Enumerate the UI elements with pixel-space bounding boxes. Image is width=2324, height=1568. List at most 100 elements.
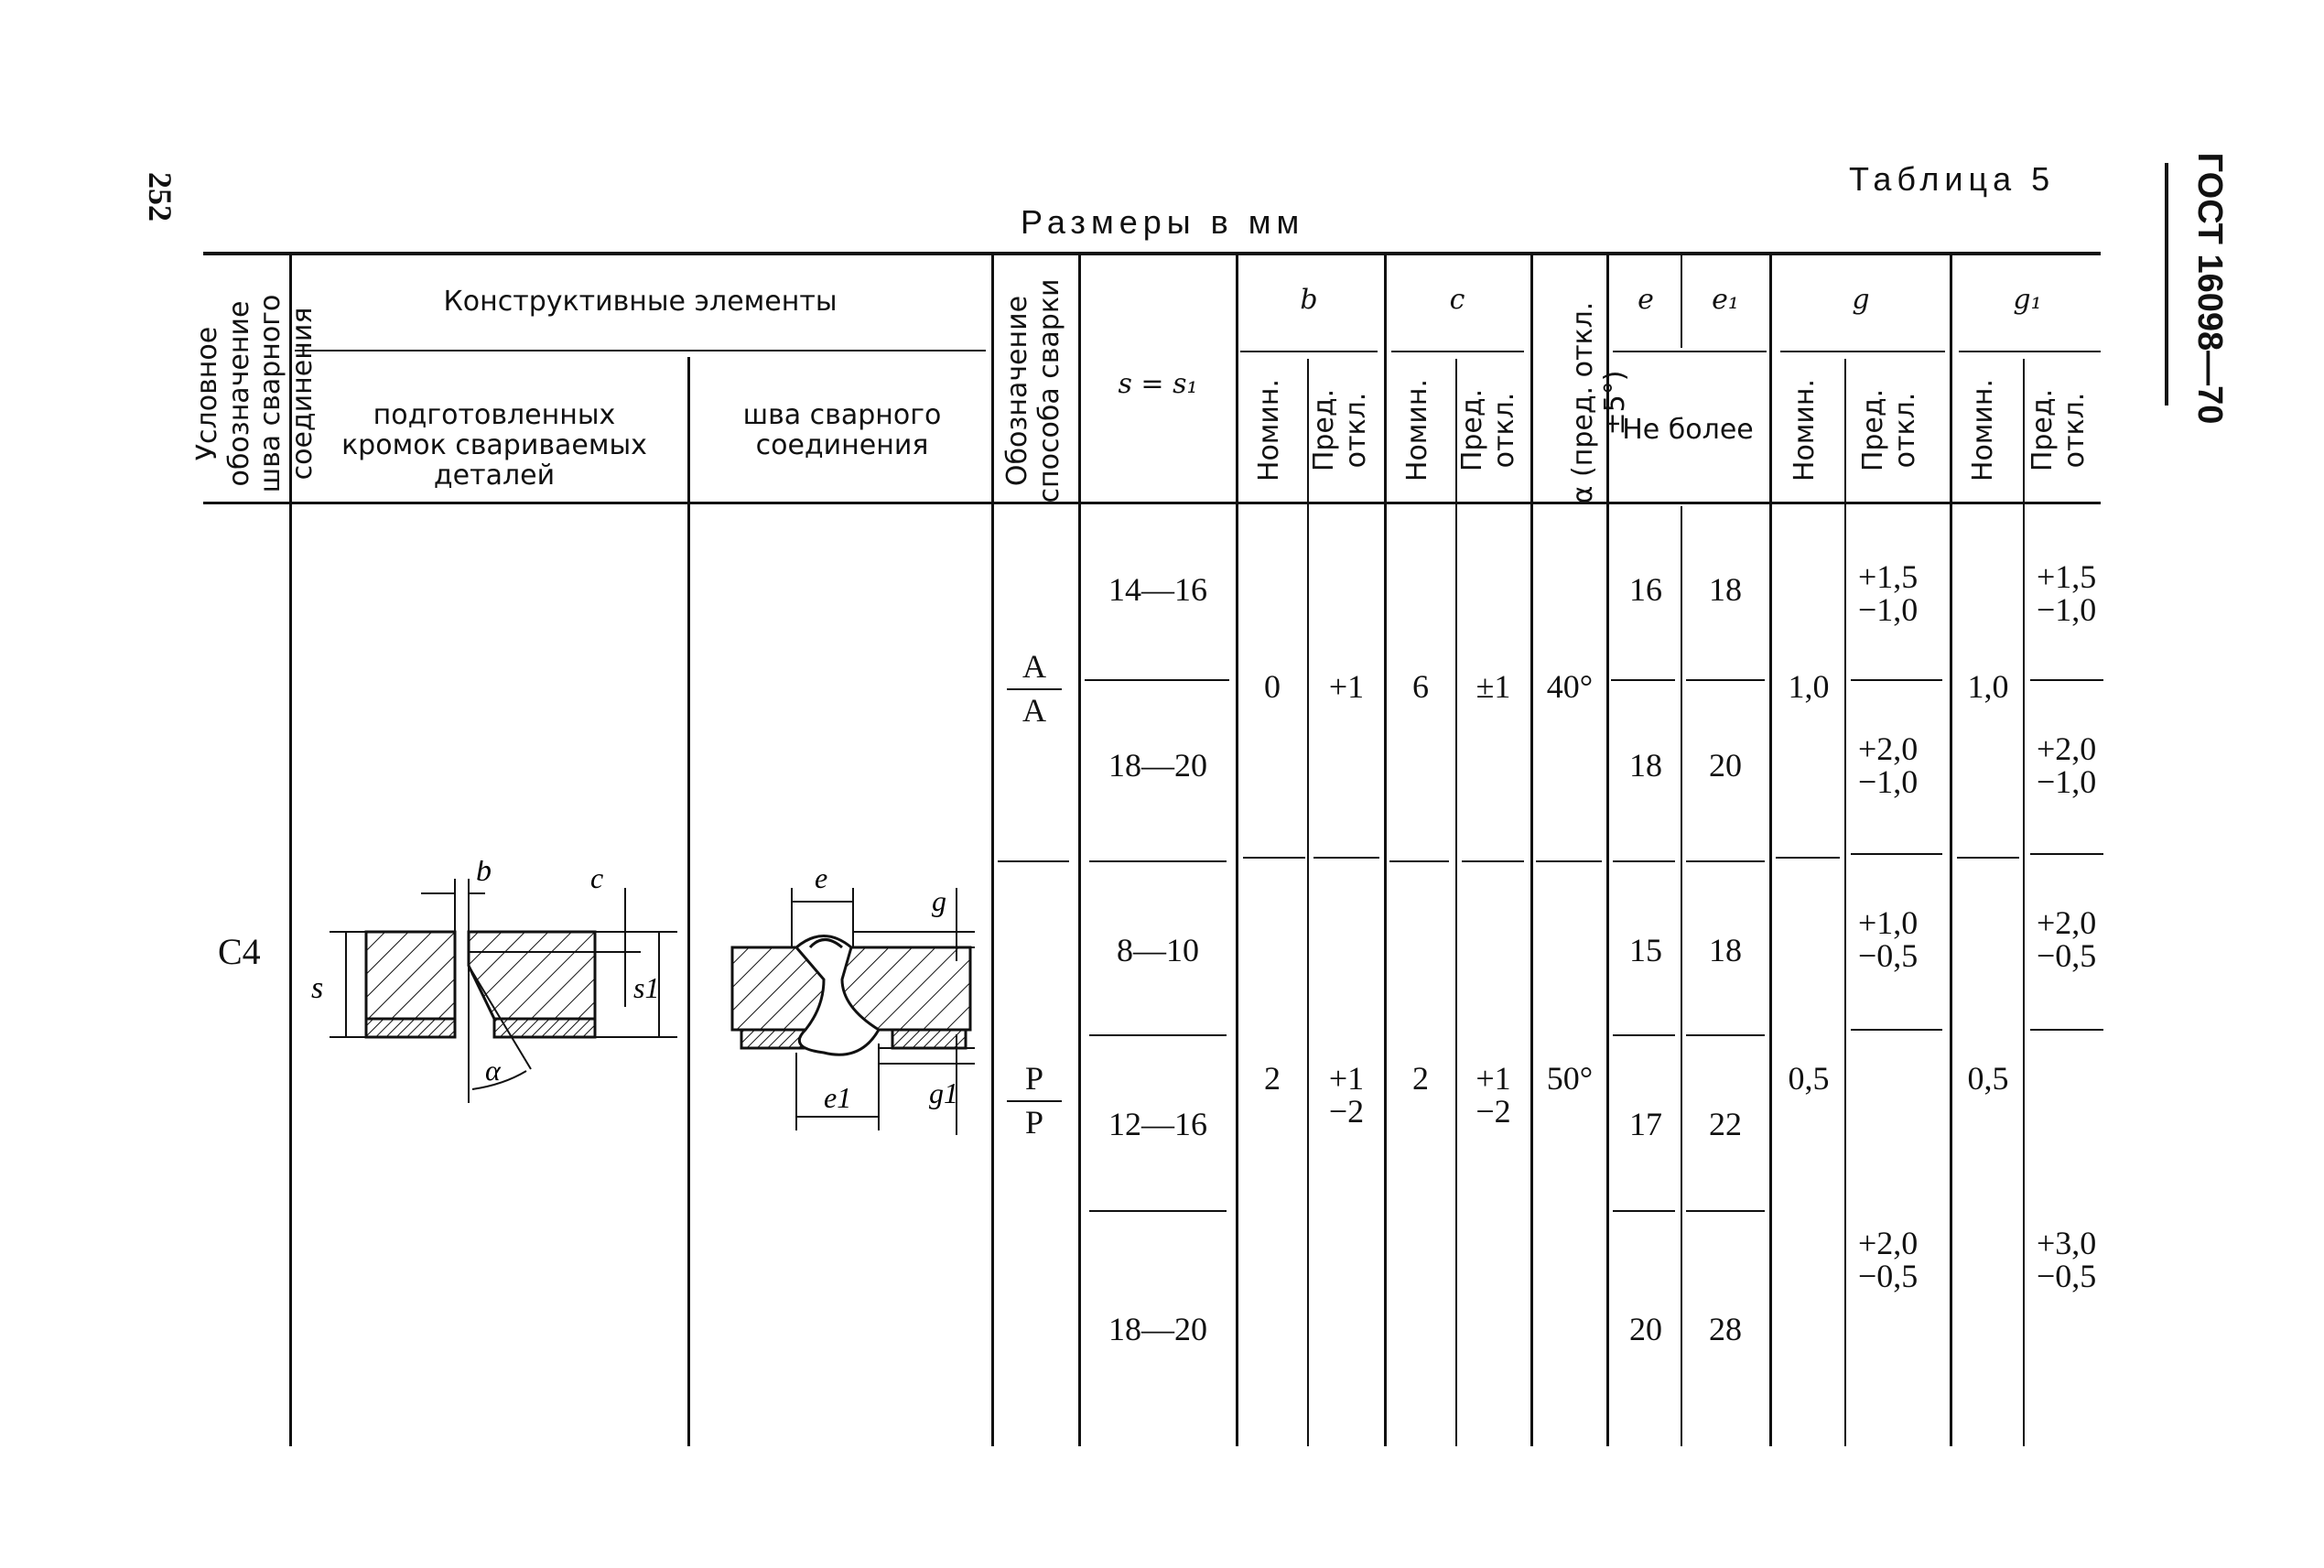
header-alpha: α (пред. откл. ±5°) [1567,288,1641,517]
header-g1-nom: Номин. [1967,378,1999,482]
g2-g-dev-2: +2,0 −0,5 [1858,1227,1918,1292]
g1-row2-g-dev-minus: −1,0 [1858,763,1919,800]
g1-row1-g1-dev-minus: −1,0 [2037,591,2097,628]
g1-row2-g-dev: +2,0 −1,0 [1858,732,1918,798]
g1-row1-e: 16 [1629,571,1662,608]
label-alpha: α [485,1054,502,1087]
header-g1: g₁ [2013,284,2042,316]
header-thickness: s = s₁ [1118,368,1198,400]
g2-row1-s: 8—10 [1117,932,1199,968]
weld-seam-drawing: e e1 g g1 [730,861,975,1135]
units-caption: Размеры в мм [1021,203,1305,241]
method-a: А А [1007,650,1062,727]
header-c-nom: Номин. [1401,378,1433,482]
g2-g1-dev-1-plus: +2,0 [2037,904,2097,941]
g2-g1-dev-1: +2,0 −0,5 [2037,906,2096,972]
g1-row2-e1: 20 [1709,747,1742,784]
header-structural-elements: Конструктивные элементы [443,286,838,318]
g1-row1-g1-dev-plus: +1,5 [2037,558,2097,595]
g1-row2-g1-dev-minus: −1,0 [2037,763,2097,800]
g2-row2-e1: 22 [1709,1106,1742,1142]
g1-row1-g-dev-plus: +1,5 [1858,558,1919,595]
g1-alpha: 40° [1546,668,1594,705]
header-g: g [1852,284,1870,316]
g2-c-dev: +1 −2 [1459,1062,1528,1128]
g2-c-dev-plus: +1 [1475,1060,1511,1097]
g2-row1-e: 15 [1629,932,1662,968]
page-number: 252 [142,172,178,222]
label-e: e [815,861,827,894]
g2-g1-dev-2: +3,0 −0,5 [2037,1227,2096,1292]
g2-row3-e1: 28 [1709,1311,1742,1347]
joint-code: С4 [218,931,261,972]
g2-c-nom: 2 [1412,1060,1429,1097]
standard-designation: ГОСТ 16098—70 [2190,152,2229,425]
g2-g-dev-1-minus: −0,5 [1858,937,1919,974]
g2-b-dev-minus: −2 [1328,1093,1365,1130]
header-joint-designation-text: Условное обозначение шва сварного соедин… [191,294,319,493]
method-p-top: Р [1024,1060,1044,1097]
header-b: b [1300,284,1318,316]
g1-g1-nom: 1,0 [1967,668,2009,705]
g1-c-dev: ±1 [1475,668,1511,705]
g1-row1-e1: 18 [1709,571,1742,608]
header-alpha-text: α (пред. откл. ±5°) [1567,301,1631,504]
header-prepared-edges: подготовленных кромок свариваемых детале… [341,399,647,492]
header-b-nom: Номин. [1253,378,1285,482]
label-g1: g1 [929,1076,958,1109]
method-p: Р Р [1007,1062,1062,1139]
g1-row1-g-dev: +1,5 −1,0 [1858,560,1918,626]
g1-row2-e: 18 [1629,747,1662,784]
label-s1: s1 [633,971,659,1004]
g2-c-dev-minus: −2 [1475,1093,1511,1130]
g2-g-dev-2-minus: −0,5 [1858,1258,1919,1294]
prepared-edges-drawing: s b c s1 α [311,860,677,1103]
g2-g1-dev-1-minus: −0,5 [2037,937,2097,974]
g2-alpha: 50° [1546,1060,1594,1097]
method-a-top: А [1022,648,1046,685]
label-e1: e1 [824,1081,851,1114]
g1-row2-g-dev-plus: +2,0 [1858,730,1919,767]
g2-g-dev-1-plus: +1,0 [1858,904,1919,941]
g1-row2-g1-dev-plus: +2,0 [2037,730,2097,767]
g2-row3-e: 20 [1629,1311,1662,1347]
label-g: g [932,884,946,917]
g1-row1-g1-dev: +1,5 −1,0 [2037,560,2096,626]
table-label: Таблица 5 [1849,160,2056,198]
header-g-dev: Пред. откл. [1857,388,1921,472]
g1-c-nom: 6 [1412,668,1429,705]
g1-b-nom: 0 [1264,668,1281,705]
header-joint-designation: Условное обозначение шва сварного соедин… [191,270,319,517]
header-c: c [1449,284,1465,316]
g2-b-dev: +1 −2 [1311,1062,1382,1128]
header-weld-seam: шва сварного соединения [742,399,942,461]
method-p-bottom: Р [1024,1104,1044,1141]
header-b-dev: Пред. откл. [1308,388,1372,472]
g1-row2-g1-dev: +2,0 −1,0 [2037,732,2096,798]
header-c-dev: Пред. откл. [1456,388,1520,472]
header-e1: e₁ [1712,284,1739,316]
method-a-bottom: А [1022,692,1046,729]
g1-row2-s: 18—20 [1108,747,1207,784]
g1-row1-g-dev-minus: −1,0 [1858,591,1919,628]
header-not-more: Не более [1622,414,1754,446]
g1-g-nom: 1,0 [1788,668,1830,705]
g2-row3-s: 18—20 [1108,1311,1207,1347]
g2-row2-e: 17 [1629,1106,1662,1142]
header-e: e [1638,284,1654,316]
header-welding-method-text: Обозначение способа сварки [1001,278,1065,503]
g2-row2-s: 12—16 [1108,1106,1207,1142]
header-g1-dev: Пред. откл. [2027,388,2091,472]
label-s: s [311,971,323,1005]
label-c: c [590,861,603,894]
g2-b-dev-plus: +1 [1328,1060,1365,1097]
header-welding-method: Обозначение способа сварки [1001,267,1066,514]
g2-b-nom: 2 [1264,1060,1281,1097]
g2-g1-dev-2-minus: −0,5 [2037,1258,2097,1294]
g1-b-dev: +1 [1328,668,1365,705]
label-b: b [476,860,492,888]
g1-row1-s: 14—16 [1108,571,1207,608]
g2-g-nom: 0,5 [1788,1060,1830,1097]
g2-g1-dev-2-plus: +3,0 [2037,1225,2097,1261]
header-g-nom: Номин. [1789,378,1821,482]
